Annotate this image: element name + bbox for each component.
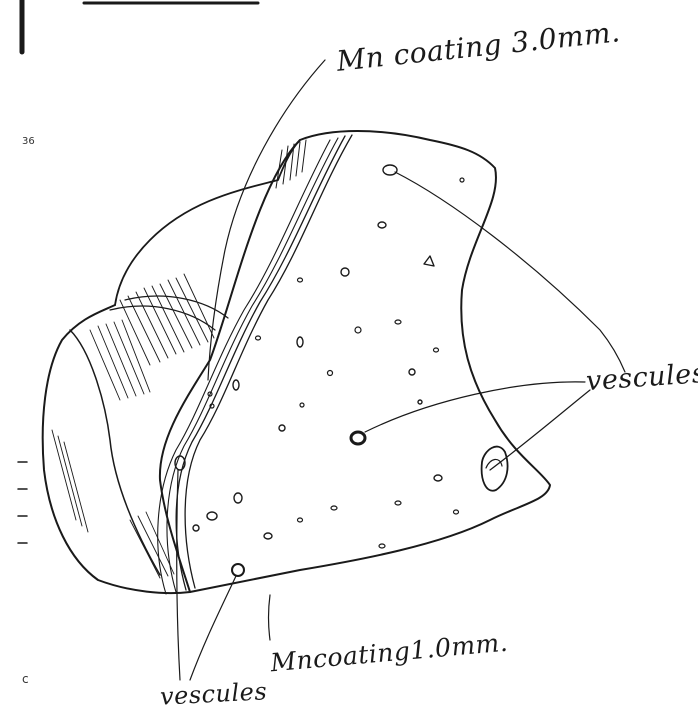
margin-mark-upper: 36 xyxy=(22,136,35,147)
upper-ridge-hatching xyxy=(276,140,306,188)
upper-ridge xyxy=(115,140,300,305)
vesicles-face xyxy=(175,165,464,576)
margin-mark-lower: c xyxy=(22,672,29,686)
margin-ticks xyxy=(18,462,27,543)
scale-bar xyxy=(22,0,258,52)
vesicle-right-edge xyxy=(482,447,508,491)
coating-layer-lines xyxy=(158,135,352,594)
leader-lines xyxy=(177,60,625,680)
hatching-left-lobe xyxy=(52,274,214,578)
label-vescules-bottom: vescules xyxy=(159,677,267,711)
